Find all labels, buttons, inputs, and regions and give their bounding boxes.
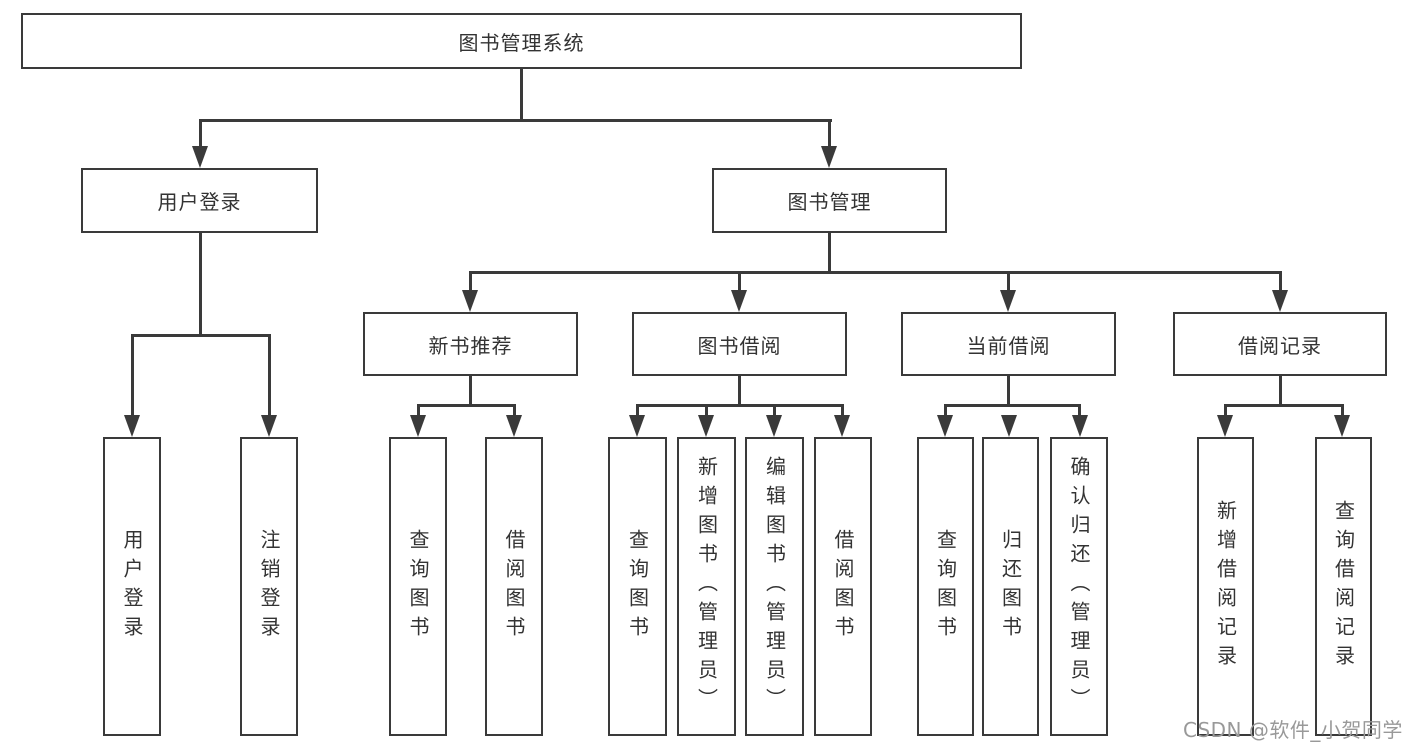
node-label: 确认归还（管理员） [1067, 456, 1091, 717]
node-label: 新增图书（管理员） [694, 456, 719, 717]
arrow-down-icon [462, 290, 478, 312]
leaf-edit-books-admin: 编辑图书（管理员） [745, 437, 804, 736]
node-user-login: 用户登录 [81, 168, 318, 233]
arrow-down-icon [834, 415, 850, 437]
connector-line [1224, 404, 1344, 407]
arrow-down-icon [192, 146, 208, 168]
node-root-system: 图书管理系统 [21, 13, 1022, 69]
connector-line [199, 231, 202, 336]
connector-line [636, 404, 639, 417]
connector-line [199, 119, 202, 150]
connector-line [828, 231, 831, 273]
connector-line [944, 404, 1081, 407]
arrow-down-icon [1217, 415, 1233, 437]
node-borrowing-records: 借阅记录 [1173, 312, 1387, 376]
node-label: 查询图书 [933, 528, 958, 645]
connector-line [417, 404, 420, 417]
csdn-watermark: CSDN @软件_小贺同学 [1183, 718, 1403, 742]
node-new-book-recommend: 新书推荐 [363, 312, 578, 376]
arrow-down-icon [629, 415, 645, 437]
connector-line [1224, 404, 1227, 417]
leaf-query-books-current: 查询图书 [917, 437, 974, 736]
arrow-down-icon [731, 290, 747, 312]
connector-line [199, 119, 832, 122]
leaf-add-books-admin: 新增图书（管理员） [677, 437, 736, 736]
node-label: 查询图书 [406, 528, 430, 645]
connector-line [841, 404, 844, 417]
node-book-borrowing: 图书借阅 [632, 312, 847, 376]
leaf-borrow-books: 借阅图书 [814, 437, 872, 736]
leaf-user-login: 用户登录 [103, 437, 161, 736]
node-label: 借阅图书 [831, 528, 855, 645]
node-label: 借阅图书 [502, 528, 526, 645]
connector-line [520, 67, 523, 121]
node-label: 查询借阅记录 [1331, 499, 1356, 674]
connector-line [1007, 271, 1010, 293]
node-label: 查询图书 [625, 528, 650, 645]
leaf-logout-login: 注销登录 [240, 437, 298, 736]
connector-line [1279, 271, 1282, 293]
connector-line [469, 271, 1282, 274]
connector-line [636, 404, 844, 407]
arrow-down-icon [766, 415, 782, 437]
arrow-down-icon [410, 415, 426, 437]
connector-line [1279, 374, 1282, 407]
connector-line [1007, 374, 1010, 407]
arrow-down-icon [937, 415, 953, 437]
arrow-down-icon [506, 415, 522, 437]
arrow-down-icon [821, 146, 837, 168]
connector-line [738, 374, 741, 407]
connector-line [469, 374, 472, 407]
connector-line [828, 119, 831, 150]
connector-line [469, 271, 472, 293]
arrow-down-icon [1000, 290, 1016, 312]
connector-line [268, 334, 271, 417]
arrow-down-icon [1272, 290, 1288, 312]
arrow-down-icon [1001, 415, 1017, 437]
arrow-down-icon [698, 415, 714, 437]
arrow-down-icon [124, 415, 140, 437]
leaf-confirm-return-admin: 确认归还（管理员） [1050, 437, 1108, 736]
leaf-query-books-recommend: 查询图书 [389, 437, 447, 736]
connector-line [131, 334, 271, 337]
node-label: 归还图书 [998, 528, 1023, 645]
connector-line [417, 404, 516, 407]
connector-line [1341, 404, 1344, 417]
node-label: 注销登录 [257, 528, 281, 645]
leaf-return-books: 归还图书 [982, 437, 1039, 736]
connector-line [1078, 404, 1081, 417]
connector-line [705, 404, 708, 417]
node-current-borrowing: 当前借阅 [901, 312, 1116, 376]
node-label: 编辑图书（管理员） [762, 456, 787, 717]
leaf-query-borrow-record: 查询借阅记录 [1315, 437, 1372, 736]
connector-line [773, 404, 776, 417]
connector-line [131, 334, 134, 417]
connector-line [944, 404, 947, 417]
leaf-query-books-borrowing: 查询图书 [608, 437, 667, 736]
node-label: 用户登录 [120, 528, 144, 645]
node-label: 新增借阅记录 [1213, 499, 1238, 674]
arrow-down-icon [1334, 415, 1350, 437]
node-book-management: 图书管理 [712, 168, 947, 233]
leaf-borrow-books-recommend: 借阅图书 [485, 437, 543, 736]
arrow-down-icon [1072, 415, 1088, 437]
leaf-add-borrow-record: 新增借阅记录 [1197, 437, 1254, 736]
connector-line [513, 404, 516, 417]
connector-line [738, 271, 741, 293]
arrow-down-icon [261, 415, 277, 437]
